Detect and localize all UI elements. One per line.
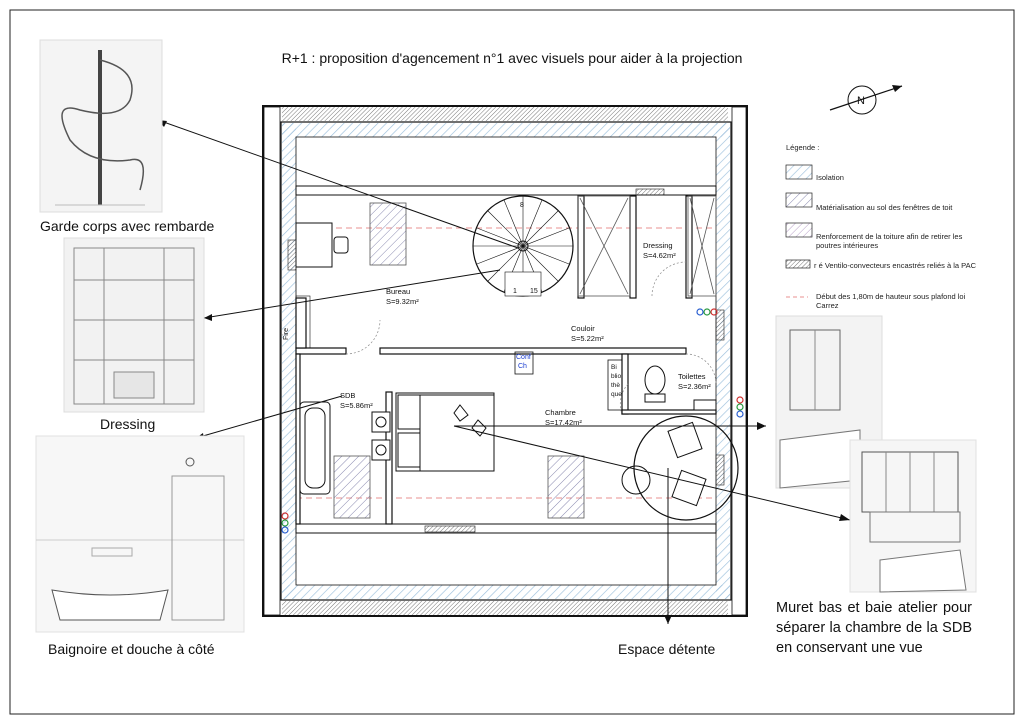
roof-reinforcement — [295, 185, 717, 534]
illustration-dressing — [63, 237, 205, 413]
spiral-staircase — [472, 195, 574, 297]
pointer-arrowheads — [158, 120, 850, 624]
room-name-sdb: SDB — [340, 391, 355, 400]
bathroom-fixtures — [299, 401, 391, 495]
door-swings — [345, 261, 717, 415]
compass — [829, 85, 903, 115]
room-name-bureau: Bureau — [386, 287, 410, 296]
caption-baignoire: Baignoire et douche à côté — [48, 641, 215, 657]
exterior-walls — [262, 105, 748, 617]
room-area-toilettes: S=2.36m² — [678, 382, 711, 391]
outlet-markers — [281, 308, 744, 534]
stair-step-label-top: 8 — [520, 202, 524, 209]
biblio-label-3: thè — [611, 382, 620, 389]
caption-dressing: Dressing — [100, 416, 156, 432]
bookcase — [607, 359, 623, 411]
biblio-label-4: que — [611, 391, 622, 398]
pointer-lines — [157, 119, 851, 624]
room-name-chambre: Chambre — [545, 408, 576, 417]
room-area-sdb: S=5.86m² — [340, 401, 373, 410]
stair-step-label-15: 15 — [530, 288, 538, 295]
caption-muret: Muret bas et baie atelier pour séparer l… — [776, 600, 972, 656]
conf-box — [514, 351, 534, 375]
biblio-label-2: blio — [611, 373, 622, 380]
caption-garde-corps: Garde corps avec rembarde — [40, 218, 215, 234]
conf-label-1: Conf — [516, 354, 531, 361]
illustration-spiral-stair — [39, 39, 163, 213]
legend-swatches — [785, 164, 813, 298]
page-title: R+1 : proposition d'agencement n°1 avec … — [281, 50, 743, 66]
legend-renforcement: Renforcement de la toiture afin de retir… — [816, 232, 963, 250]
illustration-bathroom — [35, 435, 245, 633]
relax-area — [621, 415, 739, 521]
toilet-fixtures — [644, 365, 717, 411]
legend-fenetres: Matérialisation au sol des fenêtres de t… — [816, 203, 953, 212]
legend-title: Légende : — [786, 143, 820, 152]
stair-step-label-1: 1 — [513, 288, 517, 295]
plan-labels: Bureau S=9.32m² Dressing S=4.62m² Couloi… — [283, 95, 865, 427]
legend-isolation: Isolation — [816, 173, 844, 182]
caption-espace-detente: Espace détente — [618, 641, 716, 657]
legend-hauteur: Début des 1,80m de hauteur sous plafond … — [816, 292, 966, 310]
roof-windows — [333, 195, 717, 519]
fire-label: Fire — [283, 328, 290, 340]
room-name-toilettes: Toilettes — [678, 372, 706, 381]
page-frame — [9, 9, 1015, 715]
room-area-couloir: S=5.22m² — [571, 334, 604, 343]
conf-label-2: Ch — [518, 363, 527, 370]
bureau-furniture — [295, 222, 349, 349]
room-name-dressing: Dressing — [643, 241, 673, 250]
legend-ventilo: r é Ventilo-convecteurs encastrés reliés… — [814, 261, 977, 270]
biblio-label-1: Bi — [611, 364, 617, 371]
ventilo-units — [287, 188, 725, 533]
room-area-dressing: S=4.62m² — [643, 251, 676, 260]
room-area-chambre: S=17.42m² — [545, 418, 582, 427]
compass-label: N — [857, 95, 865, 107]
room-name-couloir: Couloir — [571, 324, 595, 333]
room-area-bureau: S=9.32m² — [386, 297, 419, 306]
illustration-bedroom-bottom — [849, 439, 977, 593]
